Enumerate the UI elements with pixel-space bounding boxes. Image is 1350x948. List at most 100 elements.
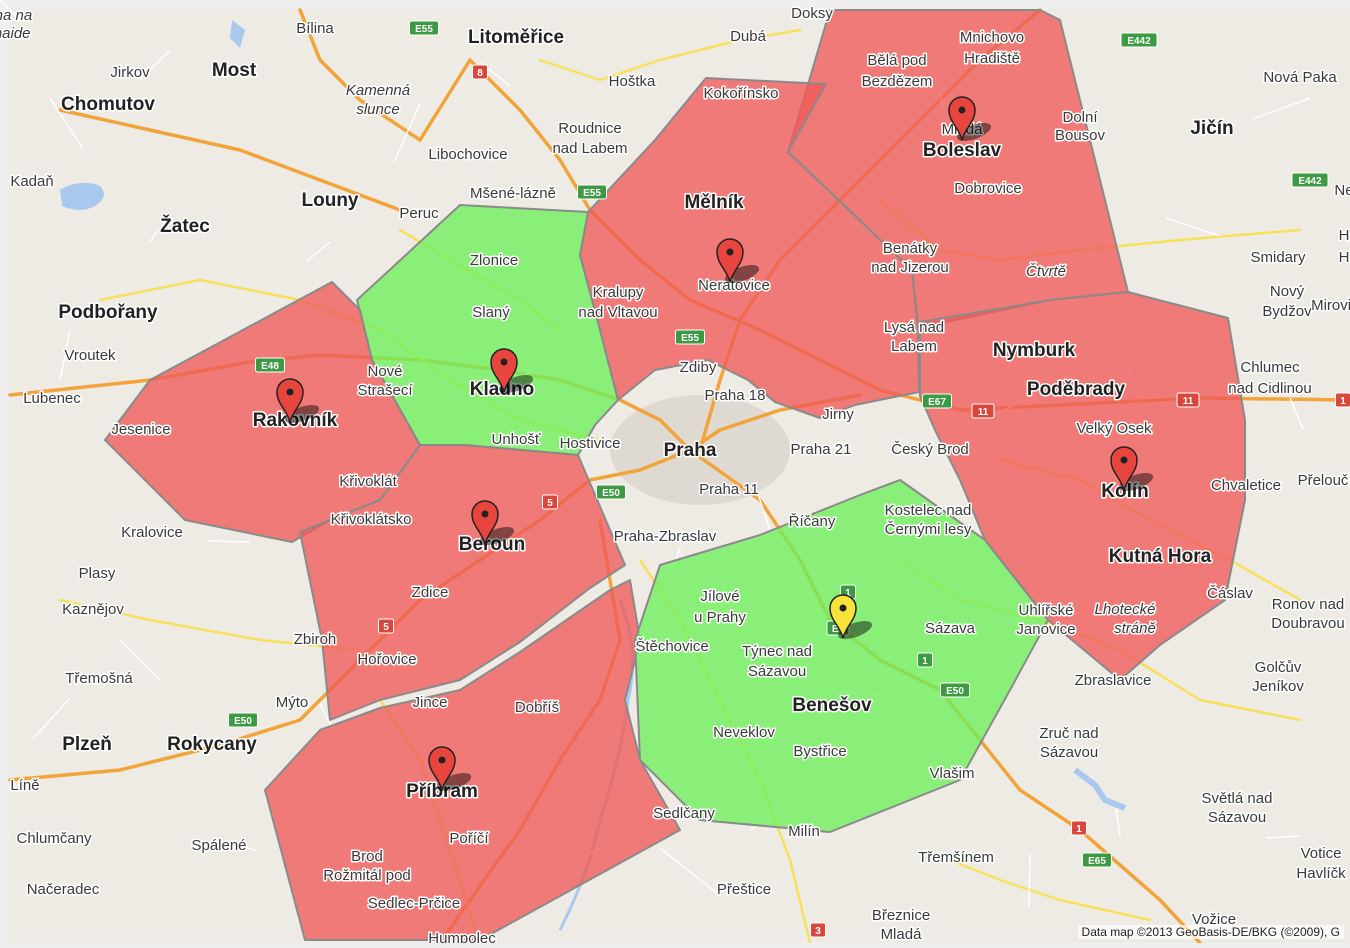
road-shield-label: E442 (1298, 176, 1322, 187)
place-label: Bydžov (1262, 303, 1312, 320)
place-label: Chomutov (61, 94, 155, 115)
road-shield: E55 (410, 21, 439, 35)
place-label: Vroutek (64, 347, 116, 364)
place-label: Jirny (822, 406, 854, 423)
place-label: Týnec nad (742, 643, 812, 660)
minor-road (1029, 854, 1030, 907)
place-label: Smidary (1250, 249, 1306, 266)
place-label: Boleslav (923, 140, 1002, 161)
place-label: Dubá (730, 28, 767, 45)
place-label: Havlíčk (1296, 865, 1346, 882)
marker-dot (959, 107, 966, 114)
place-label: Světlá nad (1202, 790, 1273, 807)
place-label: Líně (10, 777, 39, 794)
place-label: Poříčí (449, 830, 489, 847)
place-label: Sázavou (1208, 809, 1266, 826)
place-label: Zbiroh (294, 631, 337, 648)
place-label: Praha 18 (705, 387, 766, 404)
place-label: Bezdězem (862, 73, 933, 90)
place-label: Lubenec (23, 390, 81, 407)
place-label: Roudnice (558, 120, 621, 137)
place-label: Mirovice (1311, 297, 1350, 314)
place-label: Hoštka (609, 73, 656, 90)
place-label: Dobrovice (954, 180, 1022, 197)
place-label: H (1339, 249, 1350, 266)
place-label: Unhošť (492, 431, 541, 448)
map-attribution: Data map ©2013 GeoBasis-DE/BKG (©2009), … (1078, 925, 1344, 939)
place-label: Zlonice (470, 252, 518, 269)
place-label: slunce (356, 101, 399, 118)
marker-dot (482, 511, 489, 518)
place-label: Sázavou (1040, 744, 1098, 761)
place-label: Plzeň (62, 734, 112, 755)
place-label: Nový (1270, 283, 1305, 300)
place-label: Čtvrtě (1026, 263, 1066, 280)
place-label: Sedlec-Prčice (368, 895, 461, 912)
marker-dot (287, 389, 294, 396)
place-label: Louny (302, 190, 359, 211)
place-label: Jirkov (110, 64, 150, 81)
road-shield-label: 11 (978, 407, 989, 418)
place-label: Hořovice (357, 651, 416, 668)
place-label: Lysá nad (884, 319, 944, 336)
marker-dot (501, 359, 508, 366)
place-label: Zbraslavice (1075, 672, 1152, 689)
place-label: Slaný (472, 304, 510, 321)
place-label: Český Brod (891, 441, 969, 458)
place-label: Chvaletice (1211, 477, 1281, 494)
place-label: Bělá pod (867, 52, 926, 69)
road-shield: E442 (1292, 173, 1328, 187)
road-shield-label: 1 (922, 656, 928, 667)
road-shield-label: E50 (234, 716, 252, 727)
road-shield-label: 8 (477, 68, 483, 79)
place-label: Mladá (881, 926, 923, 943)
road-shield-label: E55 (415, 24, 433, 35)
place-label: cina na (0, 7, 32, 24)
place-label: Zruč nad (1039, 725, 1098, 742)
place-label: Bousov (1055, 127, 1106, 144)
place-label: Nová Paka (1263, 69, 1337, 86)
marker-dot (727, 249, 734, 256)
place-label: Lhotecké (1095, 601, 1156, 618)
place-label: nhaide (0, 25, 31, 42)
place-label: Votice (1301, 845, 1342, 862)
place-label: Kralupy (593, 284, 644, 301)
place-label: Peruc (399, 205, 439, 222)
place-label: Rožmitál pod (323, 867, 411, 884)
road-shield-label: 3 (815, 926, 821, 937)
place-label: Velký Osek (1076, 420, 1152, 437)
place-label: Poděbrady (1027, 379, 1126, 400)
place-label: Kostelec nad (885, 502, 972, 519)
place-label: Sázavou (748, 663, 806, 680)
place-label: Brod (351, 848, 383, 865)
place-label: Labem (891, 338, 937, 355)
place-label: Hradiště (964, 50, 1020, 67)
place-label: Zdice (412, 584, 449, 601)
place-label: Doksy (791, 5, 833, 22)
road-shield: E50 (941, 683, 970, 697)
road-shield: 1 (1072, 821, 1087, 835)
place-label: Kokořínsko (703, 85, 778, 102)
place-label: Říčany (789, 513, 836, 530)
place-label: Strašecí (357, 382, 413, 399)
road-shield: E67 (923, 394, 952, 408)
road-shield-label: 5 (383, 622, 389, 633)
road-shield: E55 (578, 185, 607, 199)
place-label: Sázava (925, 620, 976, 637)
place-label: Třemošná (65, 670, 133, 687)
place-label: Nové (367, 363, 402, 380)
road-shield: E442 (1121, 33, 1157, 47)
place-label: Libochovice (428, 146, 507, 163)
place-label: Ronov nad (1272, 596, 1345, 613)
place-label: Benátky (883, 240, 938, 257)
place-label: Litoměřice (468, 27, 564, 48)
place-label: Křivoklát (339, 473, 397, 490)
place-label: Plasy (79, 565, 116, 582)
place-label: b (0, 0, 4, 4)
marker-dot (1121, 457, 1128, 464)
road-shield-label: E50 (602, 488, 620, 499)
place-label: Nymburk (993, 340, 1076, 361)
road-shield: E55 (676, 330, 705, 344)
